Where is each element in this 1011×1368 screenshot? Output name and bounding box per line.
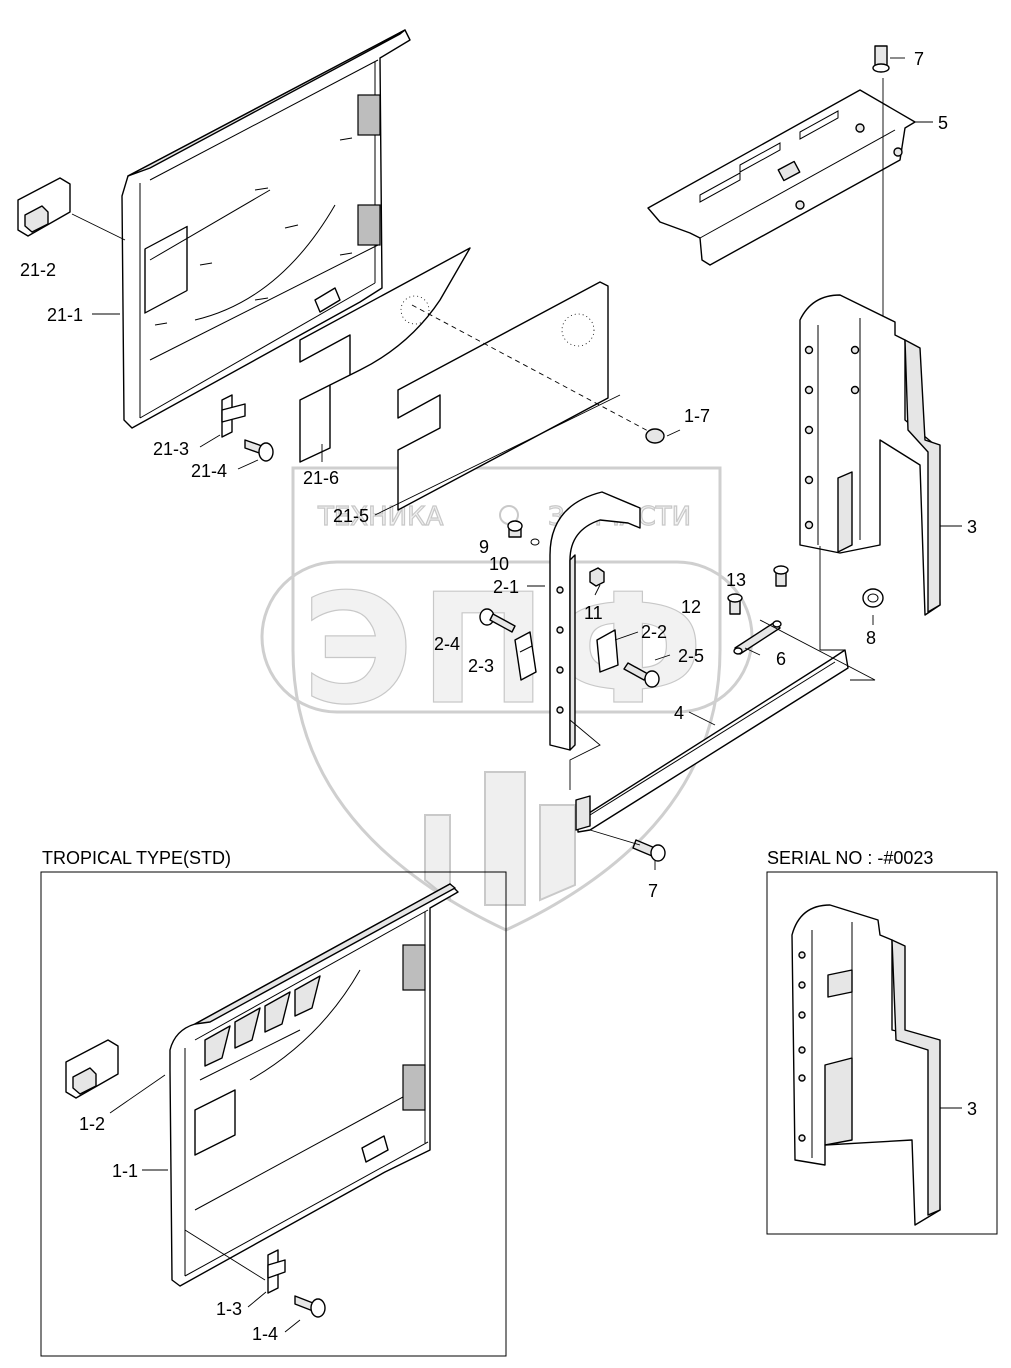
bolt-2-4 (479, 608, 516, 633)
door-panel-1-1 (169, 883, 459, 1287)
bolt-13 (773, 565, 789, 587)
callout-7-top: 7 (914, 49, 924, 69)
callout-9: 9 (479, 537, 489, 557)
callout-leaders (71, 57, 962, 870)
insulation-pad-21-6 (299, 247, 471, 463)
frame-post-3 (799, 294, 941, 616)
callout-1-2: 1-2 (79, 1114, 105, 1134)
stay-rod-6 (733, 620, 782, 655)
door-handle-1-2 (65, 1039, 119, 1099)
callout-1-4: 1-4 (252, 1324, 278, 1344)
grommet-8 (862, 588, 884, 608)
door-handle-21-2 (17, 177, 71, 237)
bolt-9 (507, 520, 523, 538)
bolt-1-4 (294, 1295, 326, 1318)
insulation-pad-21-5 (397, 281, 609, 511)
callout-2-5: 2-5 (678, 646, 704, 666)
callout-13: 13 (726, 570, 746, 590)
callout-3-inset: 3 (967, 1099, 977, 1119)
clip-2-3 (514, 631, 537, 681)
assembly-line-stay (759, 619, 876, 681)
callout-2-4: 2-4 (434, 634, 460, 654)
bracket-arm-2-1 (549, 491, 641, 751)
callout-4: 4 (674, 703, 684, 723)
callout-5: 5 (938, 113, 948, 133)
mount-plate-5 (647, 89, 916, 266)
callout-21-1: 21-1 (47, 305, 83, 325)
callout-6: 6 (776, 649, 786, 669)
bolt-7-bottom (632, 839, 666, 862)
bolt-2-5 (623, 662, 660, 688)
inset-box-tropical (40, 871, 507, 1357)
clip-2-2 (596, 629, 619, 673)
nut-11 (589, 567, 605, 587)
callout-2-2: 2-2 (641, 622, 667, 642)
callout-2-3: 2-3 (468, 656, 494, 676)
callout-2-1: 2-1 (493, 577, 519, 597)
watermark-logo: ЭПФ (302, 561, 710, 738)
plug-1-7 (645, 428, 665, 444)
frame-post-3-inset (791, 904, 941, 1226)
callout-21-3: 21-3 (153, 439, 189, 459)
callout-21-2: 21-2 (20, 260, 56, 280)
bracket-21-3 (221, 394, 246, 438)
inset-title-tropical: TROPICAL TYPE(STD) (42, 848, 231, 868)
assembly-line-bracket (569, 719, 601, 790)
callout-8: 8 (866, 628, 876, 648)
watermark-text-left: ТЕХНИКА (317, 502, 444, 532)
inset-box-serial (766, 871, 998, 1235)
callout-21-6: 21-6 (303, 468, 339, 488)
inset-title-serial: SERIAL NO : -#0023 (767, 848, 933, 868)
callout-11: 11 (584, 603, 603, 623)
support-bar-4 (575, 649, 849, 833)
callout-1-3: 1-3 (216, 1299, 242, 1319)
callout-7-bottom: 7 (648, 881, 658, 901)
callout-3: 3 (967, 517, 977, 537)
callout-1-1: 1-1 (112, 1161, 138, 1181)
watermark: ТЕХНИКА ЗАПЧАСТИ ЭПФ (260, 466, 754, 932)
assembly-line-bolt (589, 829, 641, 846)
inset-leaders-tropical (109, 1074, 301, 1333)
door-panel-21-1 (121, 29, 411, 429)
assembly-line-right (819, 546, 845, 651)
callout-1-7: 1-7 (684, 406, 710, 426)
washer-10 (530, 538, 540, 546)
callout-21-4: 21-4 (191, 461, 227, 481)
bolt-21-4 (244, 439, 274, 462)
callout-labels: 21-2 21-1 21-3 21-4 21-6 21-5 1-7 7 5 3 … (20, 49, 977, 1344)
callout-10: 10 (489, 554, 509, 574)
callout-12: 12 (681, 597, 701, 617)
callout-21-5: 21-5 (333, 506, 369, 526)
bracket-1-3 (267, 1249, 286, 1294)
bolt-12 (727, 593, 743, 615)
bolt-7-top (872, 45, 890, 73)
